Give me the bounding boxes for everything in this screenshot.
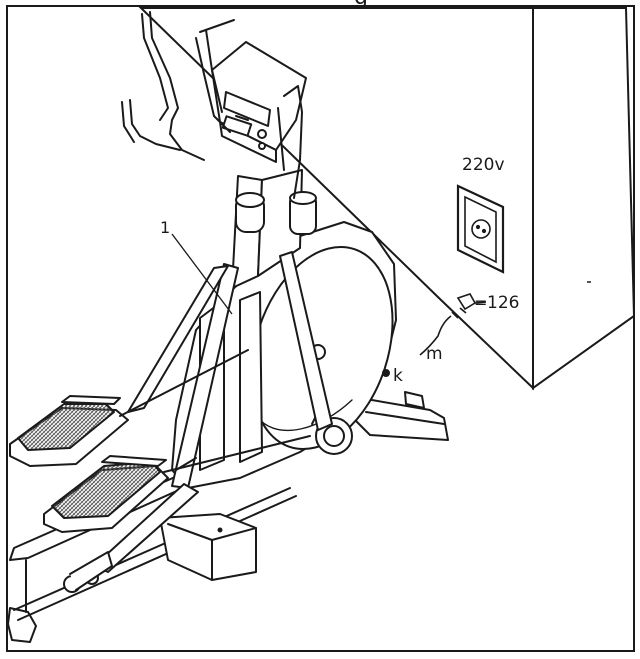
adapter-dash: = <box>474 293 487 312</box>
socket-label: k <box>393 366 403 386</box>
front-stabilizer <box>159 513 257 581</box>
adapter-label: 126 <box>487 293 519 313</box>
elliptical-trainer: k <box>7 11 449 643</box>
power-socket-dot <box>382 369 390 377</box>
part-1-label: 1 <box>160 218 170 237</box>
part-1-leader-line <box>171 233 233 315</box>
console <box>211 41 307 163</box>
console-column <box>231 169 317 289</box>
diagram-frame <box>6 5 635 652</box>
moving-arms <box>93 251 333 573</box>
title-fragment: g <box>354 0 368 10</box>
voltage-label: 220v <box>462 155 505 175</box>
right-pedal <box>43 435 311 593</box>
left-pedal <box>9 349 249 467</box>
adapter-leader-line <box>474 301 487 304</box>
power-adapter-icon <box>419 293 477 356</box>
cable-label: m <box>426 344 443 364</box>
handlebars <box>121 11 303 199</box>
wall-outlet-icon <box>456 184 505 274</box>
